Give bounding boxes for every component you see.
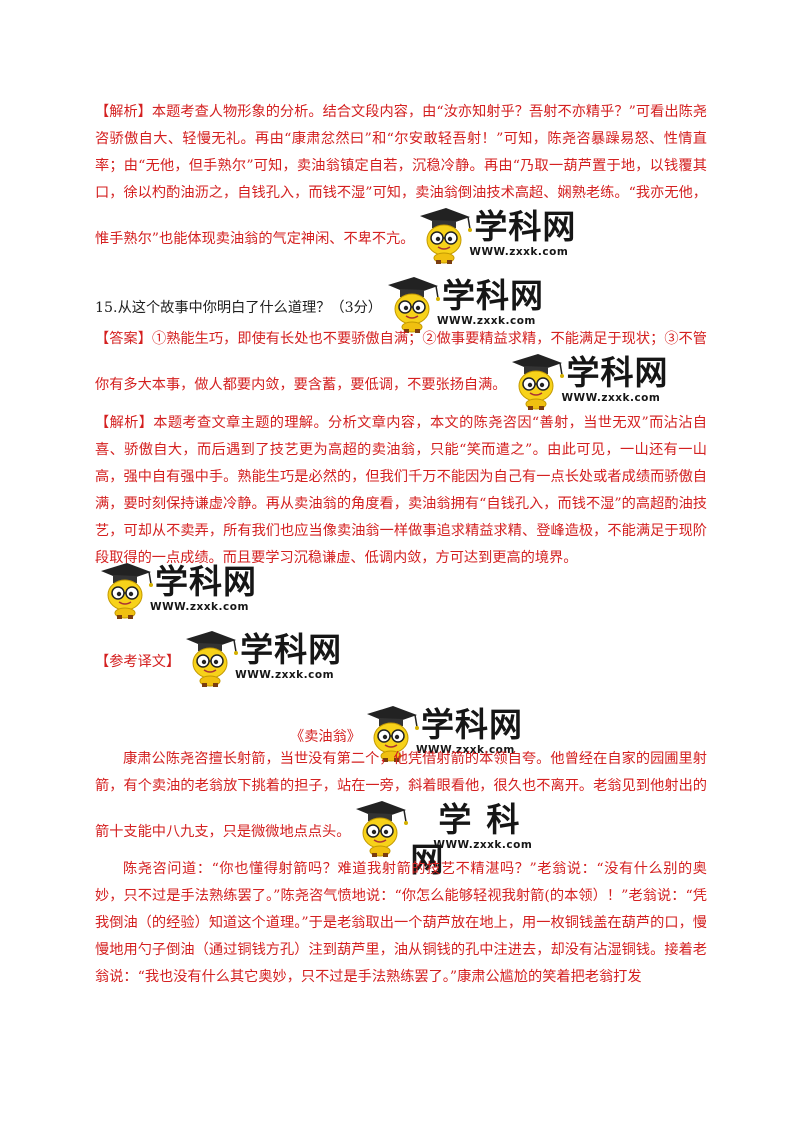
answer-paragraph: 【答案】①熟能生巧，即使有长处也不要骄傲自满；②做事要精益求精，不能满足于现状；…	[95, 326, 707, 411]
analysis-paragraph-1: 【解析】本题考查人物形象的分析。结合文段内容，由“汝亦知射乎？吾射不亦精乎？”可…	[95, 99, 707, 265]
analysis-text: 本题考查文章主题的理解。分析文章内容，本文的陈尧咨因“善射，当世无双”而沾沾自喜…	[95, 415, 707, 566]
reference-translation: 【参考译文】 学科网 WWW.zxxk.com	[95, 630, 707, 688]
logo-text: 学科网	[410, 800, 521, 879]
logo-text: 学科网	[420, 705, 523, 744]
title-text: 《卖油翁》	[290, 729, 361, 745]
logo-url: WWW.zxxk.com	[469, 246, 569, 258]
logo-url: WWW.zxxk.com	[561, 392, 661, 404]
logo-text: 学科网	[441, 276, 544, 315]
logo-url: WWW.zxxk.com	[235, 669, 335, 681]
logo-url: WWW.zxxk.com	[433, 839, 533, 851]
zxxk-logo: 学科网 WWW.zxxk.com	[361, 705, 531, 763]
logo-text: 学科网	[155, 562, 257, 601]
analysis-tag: 【解析】	[95, 104, 152, 120]
logo-text: 学科网	[566, 353, 669, 392]
logo-text: 学科网	[474, 207, 577, 246]
mascot-icon	[512, 354, 565, 410]
logo-url: WWW.zxxk.com	[436, 315, 536, 327]
mascot-icon	[101, 563, 153, 619]
logo-url: WWW.zxxk.com	[150, 601, 249, 613]
zxxk-logo: 学科网 WWW.zxxk.com	[350, 800, 532, 879]
analysis-paragraph-2: 【解析】本题考查文章主题的理解。分析文章内容，本文的陈尧咨因“善射，当世无双”而…	[95, 410, 707, 572]
mascot-icon	[186, 631, 239, 687]
zxxk-logo: 学科网 WWW.zxxk.com	[95, 562, 265, 620]
zxxk-logo: 学科网 WWW.zxxk.com	[414, 207, 584, 265]
translation-text: 陈尧咨问道：“你也懂得射箭吗？难道我射箭的技艺不精湛吗？”老翁说：“没有什么别的…	[95, 861, 707, 985]
answer-tag: 【答案】	[95, 331, 152, 347]
question-15: 15.从这个故事中你明白了什么道理？（3分） 学科网 WWW.zxxk.com	[95, 276, 707, 334]
reference-tag: 【参考译文】	[95, 654, 181, 670]
zxxk-logo: 学科网 WWW.zxxk.com	[382, 276, 552, 334]
logo-text: 学科网	[240, 630, 343, 669]
analysis-text: 本题考查人物形象的分析。结合文段内容，由“汝亦知射乎？吾射不亦精乎？”可看出陈尧…	[95, 104, 707, 247]
answer-text: ①熟能生巧，即使有长处也不要骄傲自满；②做事要精益求精，不能满足于现状；③不管你…	[95, 331, 707, 393]
analysis-tag: 【解析】	[95, 415, 154, 431]
mascot-icon	[387, 277, 440, 333]
logo-url: WWW.zxxk.com	[415, 744, 515, 756]
article-title: 《卖油翁》 学科网 WWW.zxxk.com	[290, 705, 590, 763]
translation-paragraph-1: 康肃公陈尧咨擅长射箭，当世没有第二个，他凭借射箭的本领自夸。他曾经在自家的园圃里…	[95, 746, 707, 879]
zxxk-logo: 学科网 WWW.zxxk.com	[506, 353, 676, 411]
mascot-icon	[420, 208, 473, 264]
zxxk-logo: 学科网 WWW.zxxk.com	[180, 630, 350, 688]
translation-paragraph-2: 陈尧咨问道：“你也懂得射箭吗？难道我射箭的技艺不精湛吗？”老翁说：“没有什么别的…	[95, 856, 707, 991]
translation-text: 康肃公陈尧咨擅长射箭，当世没有第二个，他凭借射箭的本领自夸。他曾经在自家的园圃里…	[95, 751, 707, 840]
mascot-icon	[356, 801, 409, 857]
question-text: 15.从这个故事中你明白了什么道理？（3分）	[95, 300, 382, 316]
mascot-icon	[366, 706, 419, 762]
